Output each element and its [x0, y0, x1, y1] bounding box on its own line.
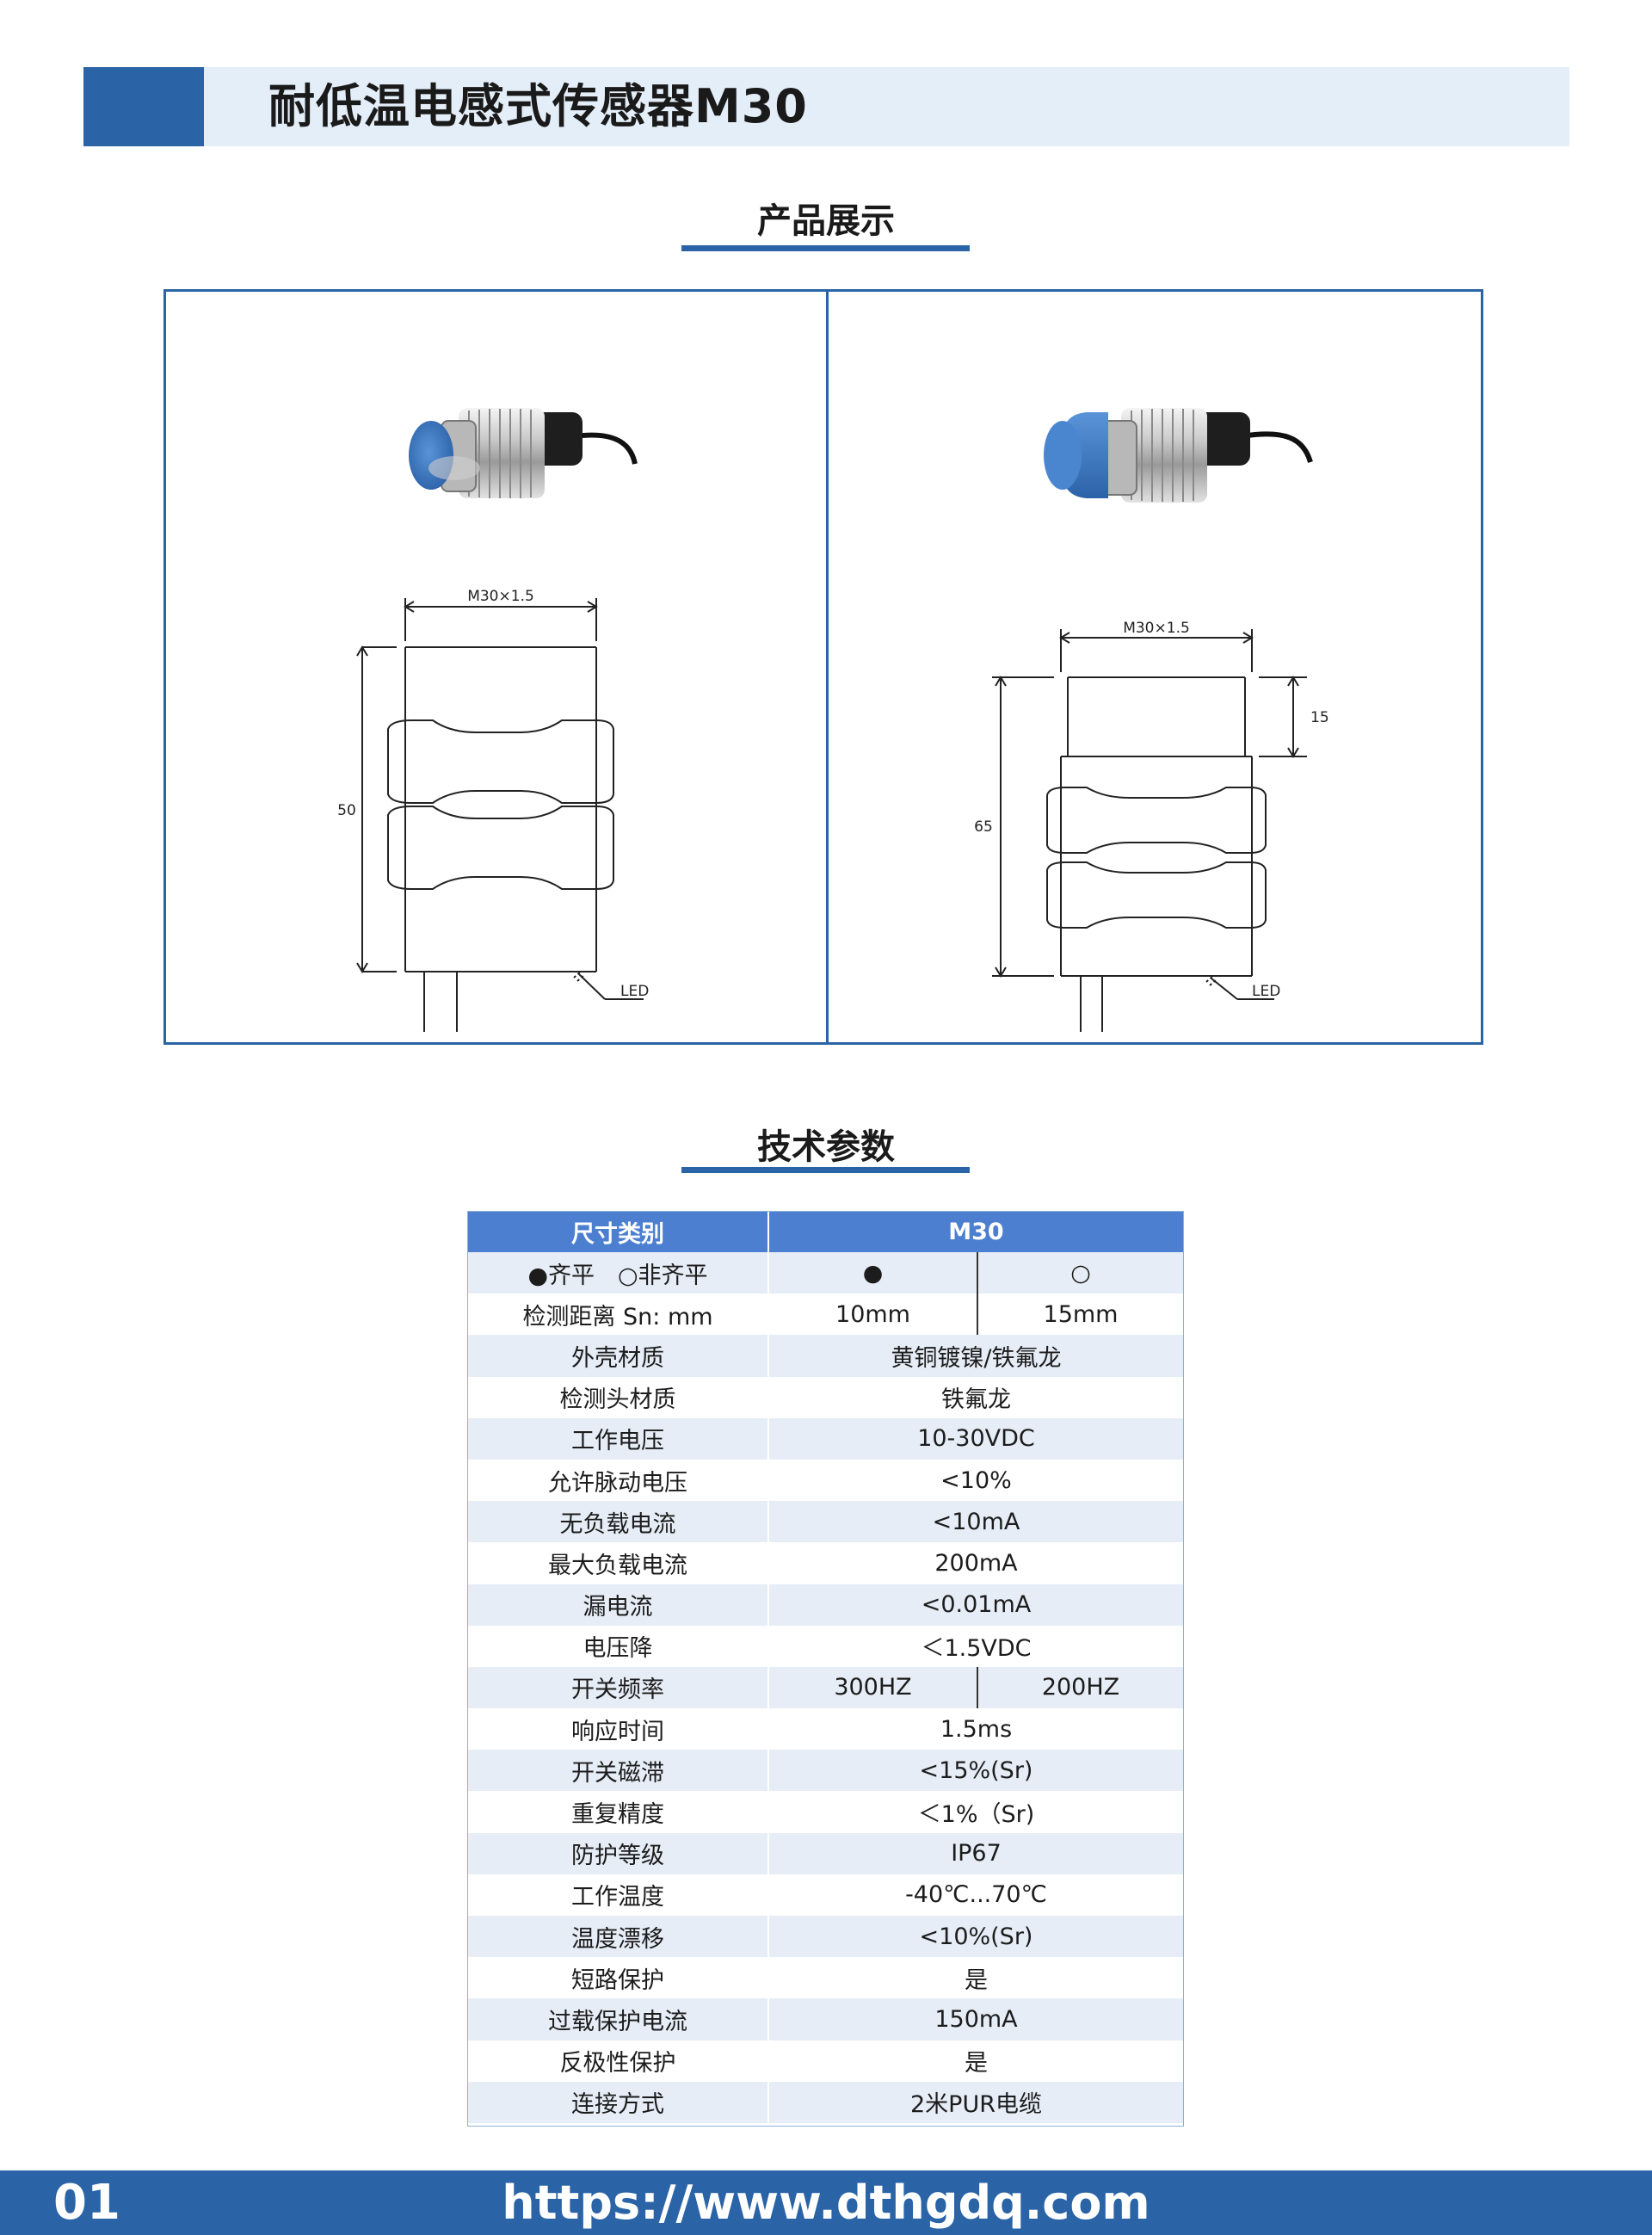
table-row: 温度漂移 <10%(Sr): [468, 1916, 1183, 1958]
panel-flush: M30×1.5 50 LED: [166, 292, 826, 1042]
table-row: 连接方式 2米PUR电缆: [468, 2081, 1183, 2123]
table-row: 重复精度 ＜1%（Sr): [468, 1791, 1183, 1833]
row-label: 开关磁滞: [468, 1750, 769, 1792]
row-label: 漏电流: [468, 1584, 769, 1626]
footer-bar: 01 https://www.dthgdq.com: [0, 2170, 1652, 2235]
nonflush-head-label: 15: [1310, 709, 1329, 726]
table-header-value: M30: [768, 1212, 1183, 1252]
table-row: 最大负载电流 200mA: [468, 1542, 1183, 1584]
nonflush-thread-label: M30×1.5: [1123, 620, 1190, 637]
table-row: 工作温度 -40℃...70℃: [468, 1874, 1183, 1916]
flush-sensor-drawing: M30×1.5 50 LED: [337, 408, 649, 1032]
header-accent-block: [83, 67, 204, 146]
table-row: 电压降 ＜1.5VDC: [468, 1625, 1183, 1667]
row-value: 铁氟龙: [768, 1376, 1183, 1418]
row-value: <10mA: [768, 1501, 1183, 1543]
row-value-a: 300HZ: [768, 1666, 978, 1709]
table-header-row: 尺寸类别 M30: [468, 1212, 1183, 1252]
product-showcase: M30×1.5 50 LED: [163, 289, 1483, 1045]
row-label: 过载保护电流: [468, 1998, 769, 2041]
table-row: 无负载电流 <10mA: [468, 1501, 1183, 1543]
section-title-specs: 技术参数: [757, 1127, 895, 1167]
table-row: 开关频率 300HZ 200HZ: [468, 1666, 1183, 1709]
row-label: 工作温度: [468, 1874, 769, 1916]
row-value: ＜1%（Sr): [768, 1791, 1183, 1833]
row-label: 电压降: [468, 1625, 769, 1667]
table-row: 过载保护电流 150mA: [468, 1998, 1183, 2041]
table-header-label: 尺寸类别: [468, 1212, 769, 1252]
nonflush-sensor-drawing: M30×1.5 65 15 LED: [974, 408, 1329, 1032]
row-label: 检测头材质: [468, 1376, 769, 1418]
table-row: 漏电流 <0.01mA: [468, 1584, 1183, 1626]
table-row: 检测距离 Sn: mm 10mm 15mm: [468, 1293, 1183, 1336]
row-value: 150mA: [768, 1998, 1183, 2041]
row-value: <10%: [768, 1459, 1183, 1502]
row-label: 响应时间: [468, 1708, 769, 1750]
row-value-a: ●: [768, 1252, 978, 1294]
header-band: [204, 67, 1569, 146]
row-label: ●齐平 ○非齐平: [468, 1252, 769, 1294]
table-row: 允许脉动电压 <10%: [468, 1459, 1183, 1502]
row-value: 2米PUR电缆: [768, 2081, 1183, 2123]
footer-url[interactable]: https://www.dthgdq.com: [502, 2176, 1150, 2230]
row-label: 温度漂移: [468, 1916, 769, 1958]
page-title: 耐低温电感式传感器M30: [268, 79, 808, 133]
section-underline-product: [681, 245, 970, 251]
table-row: 外壳材质 黄铜镀镍/铁氟龙: [468, 1335, 1183, 1377]
row-label: 最大负载电流: [468, 1542, 769, 1584]
flush-length-label: 50: [337, 802, 356, 819]
section-underline-specs: [681, 1167, 970, 1173]
table-row: 开关磁滞 <15%(Sr): [468, 1750, 1183, 1792]
row-value: <15%(Sr): [768, 1750, 1183, 1792]
section-title-product: 产品展示: [757, 201, 895, 241]
flush-led-label: LED: [620, 983, 649, 1000]
row-value-b: ○: [977, 1252, 1183, 1294]
nonflush-led-label: LED: [1252, 983, 1280, 1000]
row-value: 200mA: [768, 1542, 1183, 1584]
row-label: 检测距离 Sn: mm: [468, 1293, 769, 1336]
row-value: 是: [768, 2040, 1183, 2082]
row-value: ＜1.5VDC: [768, 1625, 1183, 1667]
nonflush-length-label: 65: [974, 818, 993, 836]
nonflush-sensor-dimension-drawing: [992, 629, 1307, 1032]
row-label: 反极性保护: [468, 2040, 769, 2082]
flush-thread-label: M30×1.5: [467, 588, 534, 605]
nonflush-sensor-photo: [1044, 408, 1313, 503]
row-value: 10-30VDC: [768, 1417, 1183, 1460]
row-value: IP67: [768, 1832, 1183, 1874]
row-label: 工作电压: [468, 1417, 769, 1460]
row-value: 是: [768, 1957, 1183, 1999]
row-value-b: 200HZ: [977, 1666, 1183, 1709]
row-value: <0.01mA: [768, 1584, 1183, 1626]
table-row: 响应时间 1.5ms: [468, 1708, 1183, 1750]
table-row: ●齐平 ○非齐平 ● ○: [468, 1252, 1183, 1294]
row-label: 开关频率: [468, 1666, 769, 1709]
table-row: 反极性保护 是: [468, 2040, 1183, 2082]
page-number: 01: [53, 2175, 120, 2231]
row-value-b: 15mm: [977, 1293, 1183, 1336]
spec-table: 尺寸类别 M30 ●齐平 ○非齐平 ● ○ 检测距离 Sn: mm 10mm 1…: [468, 1212, 1183, 2123]
row-label: 无负载电流: [468, 1501, 769, 1543]
row-label: 防护等级: [468, 1832, 769, 1874]
row-label: 连接方式: [468, 2081, 769, 2123]
row-label: 允许脉动电压: [468, 1459, 769, 1502]
row-value-a: 10mm: [768, 1293, 978, 1336]
row-value: 1.5ms: [768, 1708, 1183, 1750]
table-row: 短路保护 是: [468, 1957, 1183, 1999]
showcase-divider: [826, 292, 829, 1042]
flush-sensor-dimension-drawing: [356, 598, 644, 1032]
table-row: 工作电压 10-30VDC: [468, 1417, 1183, 1460]
row-label: 重复精度: [468, 1791, 769, 1833]
table-row: 检测头材质 铁氟龙: [468, 1376, 1183, 1418]
panel-nonflush: M30×1.5 65 15 LED: [829, 292, 1489, 1042]
row-value: <10%(Sr): [768, 1916, 1183, 1958]
row-value: 黄铜镀镍/铁氟龙: [768, 1335, 1183, 1377]
row-value: -40℃...70℃: [768, 1874, 1183, 1916]
row-label: 短路保护: [468, 1957, 769, 1999]
flush-sensor-photo: [409, 408, 638, 498]
row-label: 外壳材质: [468, 1335, 769, 1377]
table-row: 防护等级 IP67: [468, 1832, 1183, 1874]
